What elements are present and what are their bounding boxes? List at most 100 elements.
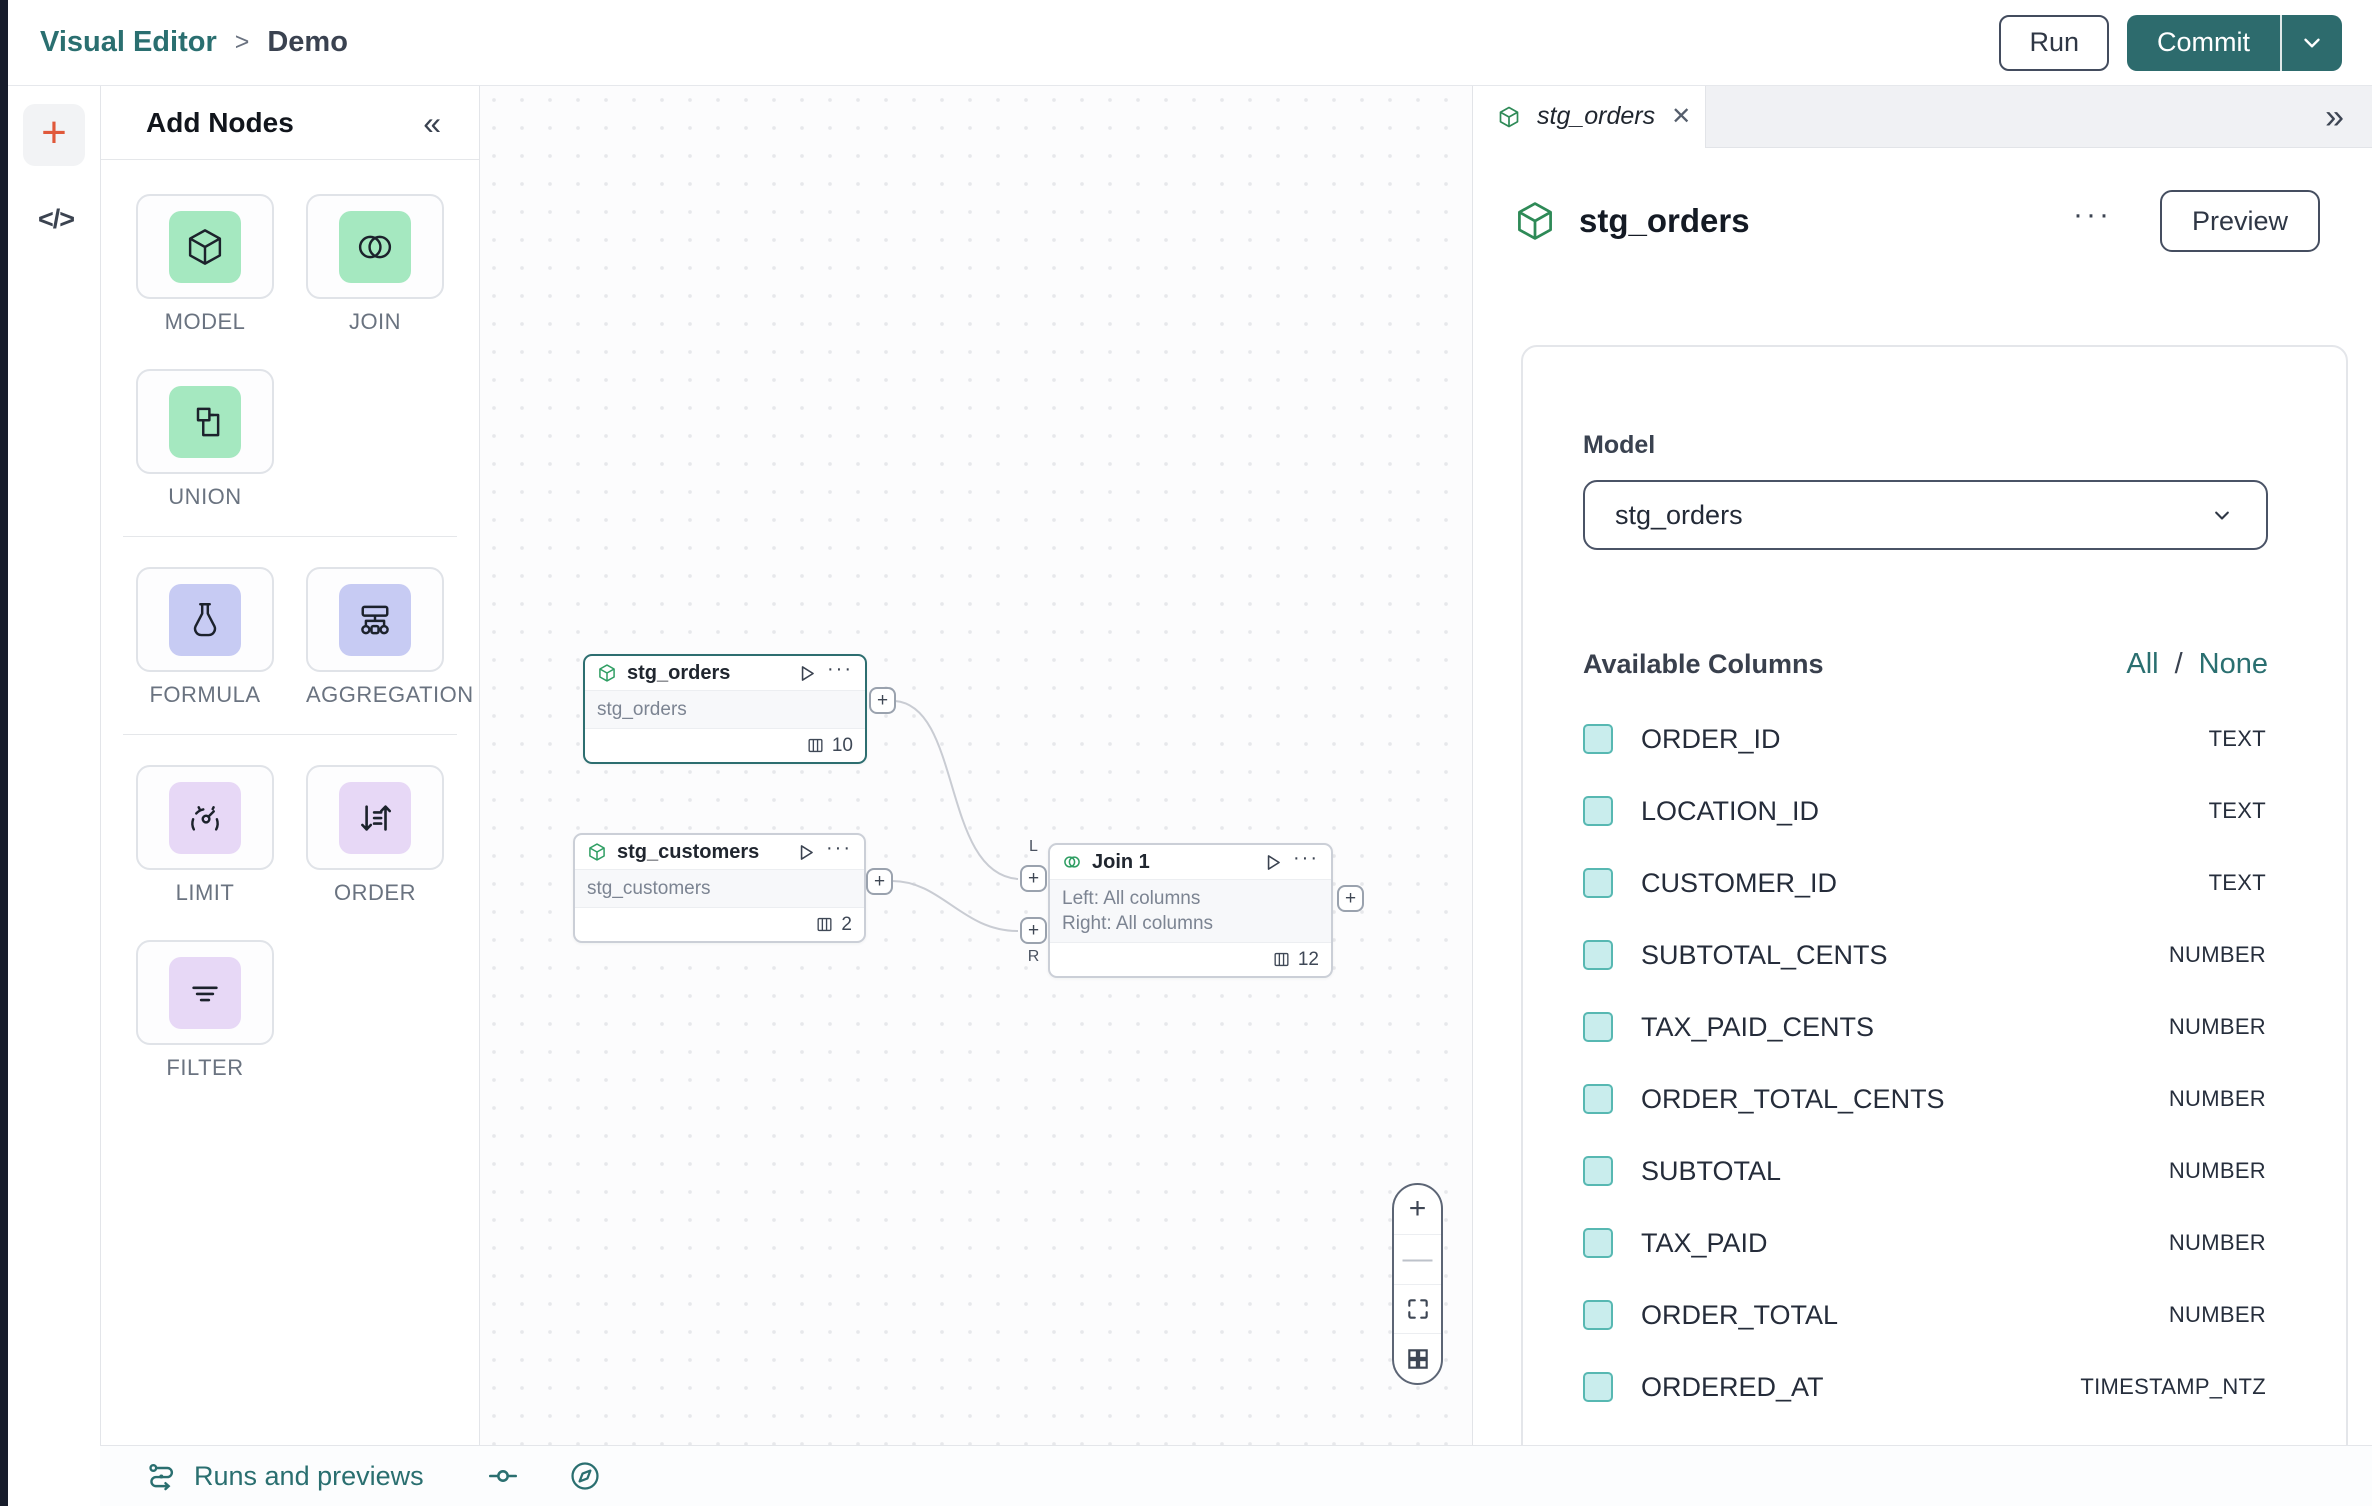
- column-checkbox[interactable]: [1583, 1228, 1613, 1258]
- node-type-label: ORDER: [334, 880, 416, 905]
- node-title: stg_customers: [617, 840, 760, 863]
- column-checkbox[interactable]: [1583, 724, 1613, 754]
- output-handle-join[interactable]: +: [1337, 885, 1364, 912]
- node-type-label: FILTER: [166, 1055, 244, 1080]
- column-checkbox[interactable]: [1583, 1084, 1613, 1114]
- column-type: NUMBER: [2168, 1302, 2266, 1327]
- node-type-label: JOIN: [348, 309, 402, 334]
- column-row: ORDER_ID TEXT: [1583, 703, 2268, 775]
- preview-button[interactable]: Preview: [2159, 190, 2320, 252]
- column-row: ORDERED_AT TIMESTAMP_NTZ: [1583, 1351, 2268, 1423]
- join-right-handle-label: R: [1027, 948, 1040, 965]
- ellipsis-menu-icon[interactable]: ···: [827, 658, 853, 680]
- play-icon[interactable]: [795, 842, 816, 863]
- output-handle-stg-orders[interactable]: +: [869, 687, 896, 714]
- column-name: ORDER_TOTAL: [1641, 1299, 1839, 1330]
- column-count: 12: [1297, 948, 1319, 970]
- column-checkbox[interactable]: [1583, 1372, 1613, 1402]
- commit-split-button: Commit: [2127, 14, 2342, 71]
- available-columns-title: Available Columns: [1583, 649, 1824, 679]
- available-columns-header: Available Columns All / None: [1583, 648, 2268, 681]
- join-icon: [1062, 852, 1082, 872]
- sort-icon: [354, 797, 396, 839]
- collapse-panel-icon[interactable]: «: [423, 104, 441, 141]
- gauge-icon: [184, 797, 226, 839]
- column-name: LOCATION_ID: [1641, 795, 1820, 826]
- git-commit-icon[interactable]: [486, 1459, 520, 1493]
- runs-and-previews-button[interactable]: Runs and previews: [146, 1460, 424, 1492]
- node-type-label: LIMIT: [175, 880, 235, 905]
- column-checkbox[interactable]: [1583, 796, 1613, 826]
- column-checkbox[interactable]: [1583, 1300, 1613, 1330]
- node-type-order[interactable]: ORDER: [306, 765, 444, 906]
- node-type-union[interactable]: UNION: [136, 369, 274, 510]
- breadcrumb-separator: >: [234, 28, 250, 56]
- column-row: ORDER_TOTAL_CENTS NUMBER: [1583, 1063, 2268, 1135]
- canvas-zoom-controls: + —: [1392, 1183, 1443, 1385]
- compass-icon[interactable]: [568, 1459, 602, 1493]
- canvas-node-join-1[interactable]: Join 1 ··· Left: All columns Right: All …: [1048, 843, 1333, 978]
- column-row: TAX_PAID_CENTS NUMBER: [1583, 991, 2268, 1063]
- node-type-aggregation[interactable]: AGGREGATION: [306, 567, 473, 708]
- column-count: 2: [841, 913, 852, 935]
- column-row: TAX_PAID NUMBER: [1583, 1207, 2268, 1279]
- pipeline-canvas[interactable]: stg_orders ··· stg_orders 10 stg_custom: [480, 86, 1472, 1445]
- select-all-link[interactable]: All: [2126, 648, 2159, 680]
- fullscreen-icon: [1405, 1296, 1431, 1322]
- runs-and-previews-label: Runs and previews: [194, 1460, 424, 1491]
- breadcrumb-visual-editor-link[interactable]: Visual Editor: [40, 26, 217, 58]
- column-checkbox[interactable]: [1583, 1156, 1613, 1186]
- close-icon[interactable]: ✕: [1671, 103, 1692, 130]
- run-button[interactable]: Run: [1999, 14, 2109, 71]
- expand-panel-icon[interactable]: »: [2325, 97, 2344, 136]
- node-model-name: stg_customers: [587, 878, 711, 899]
- input-handle-join-right[interactable]: +: [1020, 917, 1047, 944]
- collapsed-nav-strip: [0, 0, 8, 1506]
- column-type: NUMBER: [2168, 1158, 2266, 1183]
- node-config-panel: stg_orders ✕ » stg_orders ··· Preview Mo…: [1472, 85, 2372, 1506]
- tab-stg-orders[interactable]: stg_orders ✕: [1473, 85, 1706, 148]
- add-button[interactable]: +: [23, 104, 85, 166]
- cube-icon: [1497, 105, 1521, 129]
- ellipsis-menu-icon[interactable]: ···: [2072, 198, 2112, 231]
- node-type-filter[interactable]: FILTER: [136, 940, 274, 1081]
- node-type-formula[interactable]: FORMULA: [136, 567, 274, 708]
- column-name: CUSTOMER_ID: [1641, 867, 1838, 898]
- ellipsis-menu-icon[interactable]: ···: [826, 837, 852, 859]
- panel-tab-bar: stg_orders ✕ »: [1473, 85, 2372, 148]
- column-row: SUBTOTAL NUMBER: [1583, 1135, 2268, 1207]
- commit-button[interactable]: Commit: [2127, 14, 2280, 71]
- play-icon[interactable]: [1262, 852, 1283, 873]
- commit-dropdown-button[interactable]: [2280, 14, 2342, 71]
- node-model-name: stg_orders: [597, 699, 687, 720]
- code-view-button[interactable]: </>: [26, 204, 86, 235]
- add-nodes-header: Add Nodes «: [101, 86, 479, 160]
- node-type-limit[interactable]: LIMIT: [136, 765, 274, 906]
- input-handle-join-left[interactable]: +: [1020, 865, 1047, 892]
- column-name: ORDER_TOTAL_CENTS: [1641, 1083, 1945, 1114]
- model-select[interactable]: stg_orders: [1583, 480, 2268, 550]
- column-checkbox[interactable]: [1583, 868, 1613, 898]
- node-title: stg_orders: [627, 661, 731, 684]
- canvas-node-stg-orders[interactable]: stg_orders ··· stg_orders 10: [583, 654, 867, 764]
- output-handle-stg-customers[interactable]: +: [866, 868, 893, 895]
- play-icon[interactable]: [796, 663, 817, 684]
- layout-grid-button[interactable]: [1394, 1334, 1441, 1383]
- ellipsis-menu-icon[interactable]: ···: [1293, 847, 1319, 869]
- column-checkbox[interactable]: [1583, 940, 1613, 970]
- zoom-in-button[interactable]: +: [1394, 1185, 1441, 1235]
- column-checkbox[interactable]: [1583, 1012, 1613, 1042]
- bottom-status-bar: Runs and previews: [100, 1445, 2372, 1506]
- fit-view-button[interactable]: [1394, 1285, 1441, 1335]
- columns-icon: [815, 915, 834, 934]
- code-icon: </>: [37, 204, 75, 234]
- add-nodes-title: Add Nodes: [146, 106, 294, 138]
- node-type-join[interactable]: JOIN: [306, 194, 444, 335]
- cube-icon: [587, 842, 607, 862]
- zoom-out-button[interactable]: —: [1394, 1235, 1441, 1285]
- node-type-model[interactable]: MODEL: [136, 194, 274, 335]
- column-row: SUBTOTAL_CENTS NUMBER: [1583, 919, 2268, 991]
- select-none-link[interactable]: None: [2198, 648, 2268, 680]
- canvas-node-stg-customers[interactable]: stg_customers ··· stg_customers 2: [573, 833, 866, 943]
- cube-icon: [597, 663, 617, 683]
